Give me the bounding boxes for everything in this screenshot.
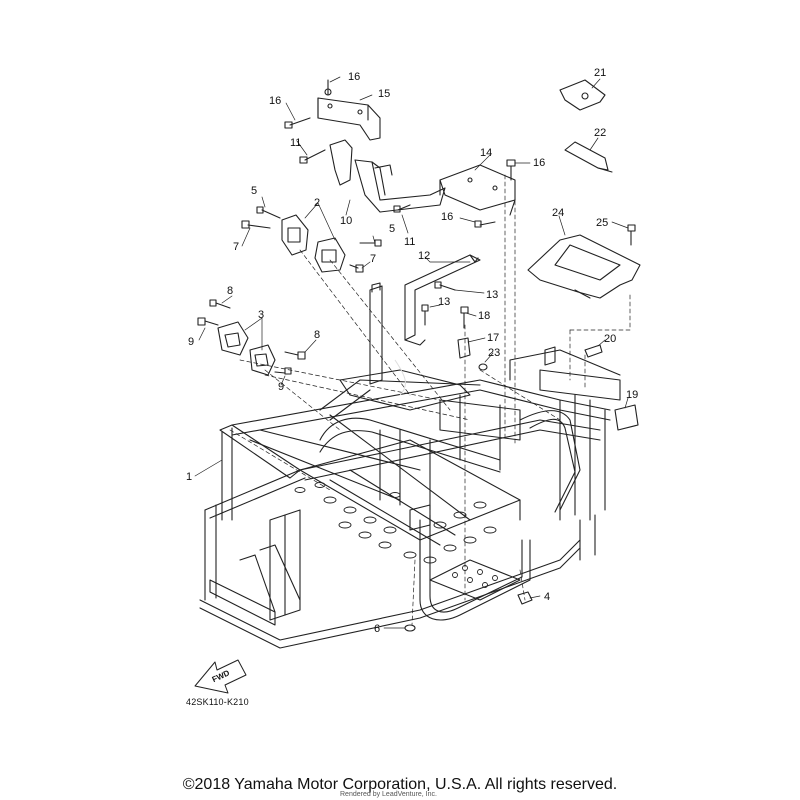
callout-numbers: 1 2 3 4 5 5 6 7 7 8 8 9 9 10 11 11 12 13… — [186, 67, 638, 635]
bolt-7a — [241, 220, 271, 229]
clip-17 — [457, 337, 471, 359]
callout-16b: 16 — [269, 95, 281, 107]
callout-21: 21 — [594, 67, 606, 79]
callout-25: 25 — [596, 217, 608, 229]
bolt-13b — [421, 304, 429, 326]
bolt-18 — [460, 306, 469, 329]
callout-6: 6 — [374, 623, 380, 635]
bolt-16c — [474, 220, 496, 228]
leader-lines — [229, 174, 631, 626]
grommet-6 — [404, 624, 416, 632]
clip-21 — [559, 79, 606, 111]
bolt-5a — [256, 206, 281, 219]
callout-8a: 8 — [227, 285, 233, 297]
callout-15: 15 — [378, 88, 390, 100]
diagram-code: 42SK110-K210 — [186, 697, 249, 707]
plate-14 — [439, 164, 516, 216]
main-frame — [199, 282, 621, 649]
callout-10: 10 — [340, 215, 352, 227]
callout-17: 17 — [487, 332, 499, 344]
nut-23 — [478, 363, 488, 371]
label-19 — [614, 404, 639, 431]
callout-22: 22 — [594, 127, 606, 139]
bolt-8b — [284, 351, 306, 360]
callout-2: 2 — [314, 197, 320, 209]
bracket-11 — [299, 139, 353, 186]
callout-19: 19 — [626, 389, 638, 401]
forward-label: FWD — [211, 668, 232, 684]
engine-mount-2 — [281, 214, 346, 273]
bracket-15 — [317, 79, 381, 141]
rod-22 — [564, 141, 613, 173]
bolt-11b — [393, 204, 411, 213]
callout-9a: 9 — [188, 336, 194, 348]
plate-24 — [527, 234, 641, 299]
bolt-8a — [209, 299, 231, 309]
callout-5a: 5 — [251, 185, 257, 197]
copyright-notice: ©2018 Yamaha Motor Corporation, U.S.A. A… — [182, 776, 618, 793]
callout-14: 14 — [480, 147, 492, 159]
engine-mount-3 — [217, 321, 276, 376]
bolt-7b — [349, 264, 364, 273]
callout-1: 1 — [186, 471, 192, 483]
callout-4: 4 — [544, 591, 550, 603]
callout-16a: 16 — [348, 71, 360, 83]
callout-11b: 11 — [404, 236, 415, 248]
watermark-logo — [394, 359, 406, 396]
callout-16c: 16 — [533, 157, 545, 169]
forward-arrow-icon — [194, 659, 247, 694]
bolt-16a — [284, 117, 311, 129]
bracket-10 — [354, 159, 446, 213]
label-20 — [584, 344, 603, 358]
callout-16d: 16 — [441, 211, 453, 223]
callout-9b: 9 — [278, 381, 284, 393]
callout-11a: 11 — [290, 137, 301, 149]
callout-8b: 8 — [314, 329, 320, 341]
bolt-25 — [627, 224, 636, 246]
callout-7b: 7 — [370, 253, 376, 265]
callout-3: 3 — [258, 309, 264, 321]
callout-13a: 13 — [486, 289, 498, 301]
callout-20: 20 — [604, 333, 616, 345]
callout-23: 23 — [488, 347, 500, 359]
bolt-9b — [274, 367, 292, 375]
bracket-12 — [404, 254, 481, 346]
callout-24: 24 — [552, 207, 564, 219]
bolt-13a — [434, 281, 456, 291]
callout-18: 18 — [478, 310, 490, 322]
nut-4 — [517, 591, 533, 605]
callout-13b: 13 — [438, 296, 450, 308]
bolt-9a — [197, 317, 219, 326]
callout-5b: 5 — [389, 223, 395, 235]
callout-12: 12 — [418, 250, 430, 262]
callout-7a: 7 — [233, 241, 239, 253]
callout-leaders — [194, 76, 629, 629]
rendered-by-notice: Rendered by LeadVenture, Inc. — [340, 791, 437, 798]
bolt-5b — [359, 239, 382, 247]
